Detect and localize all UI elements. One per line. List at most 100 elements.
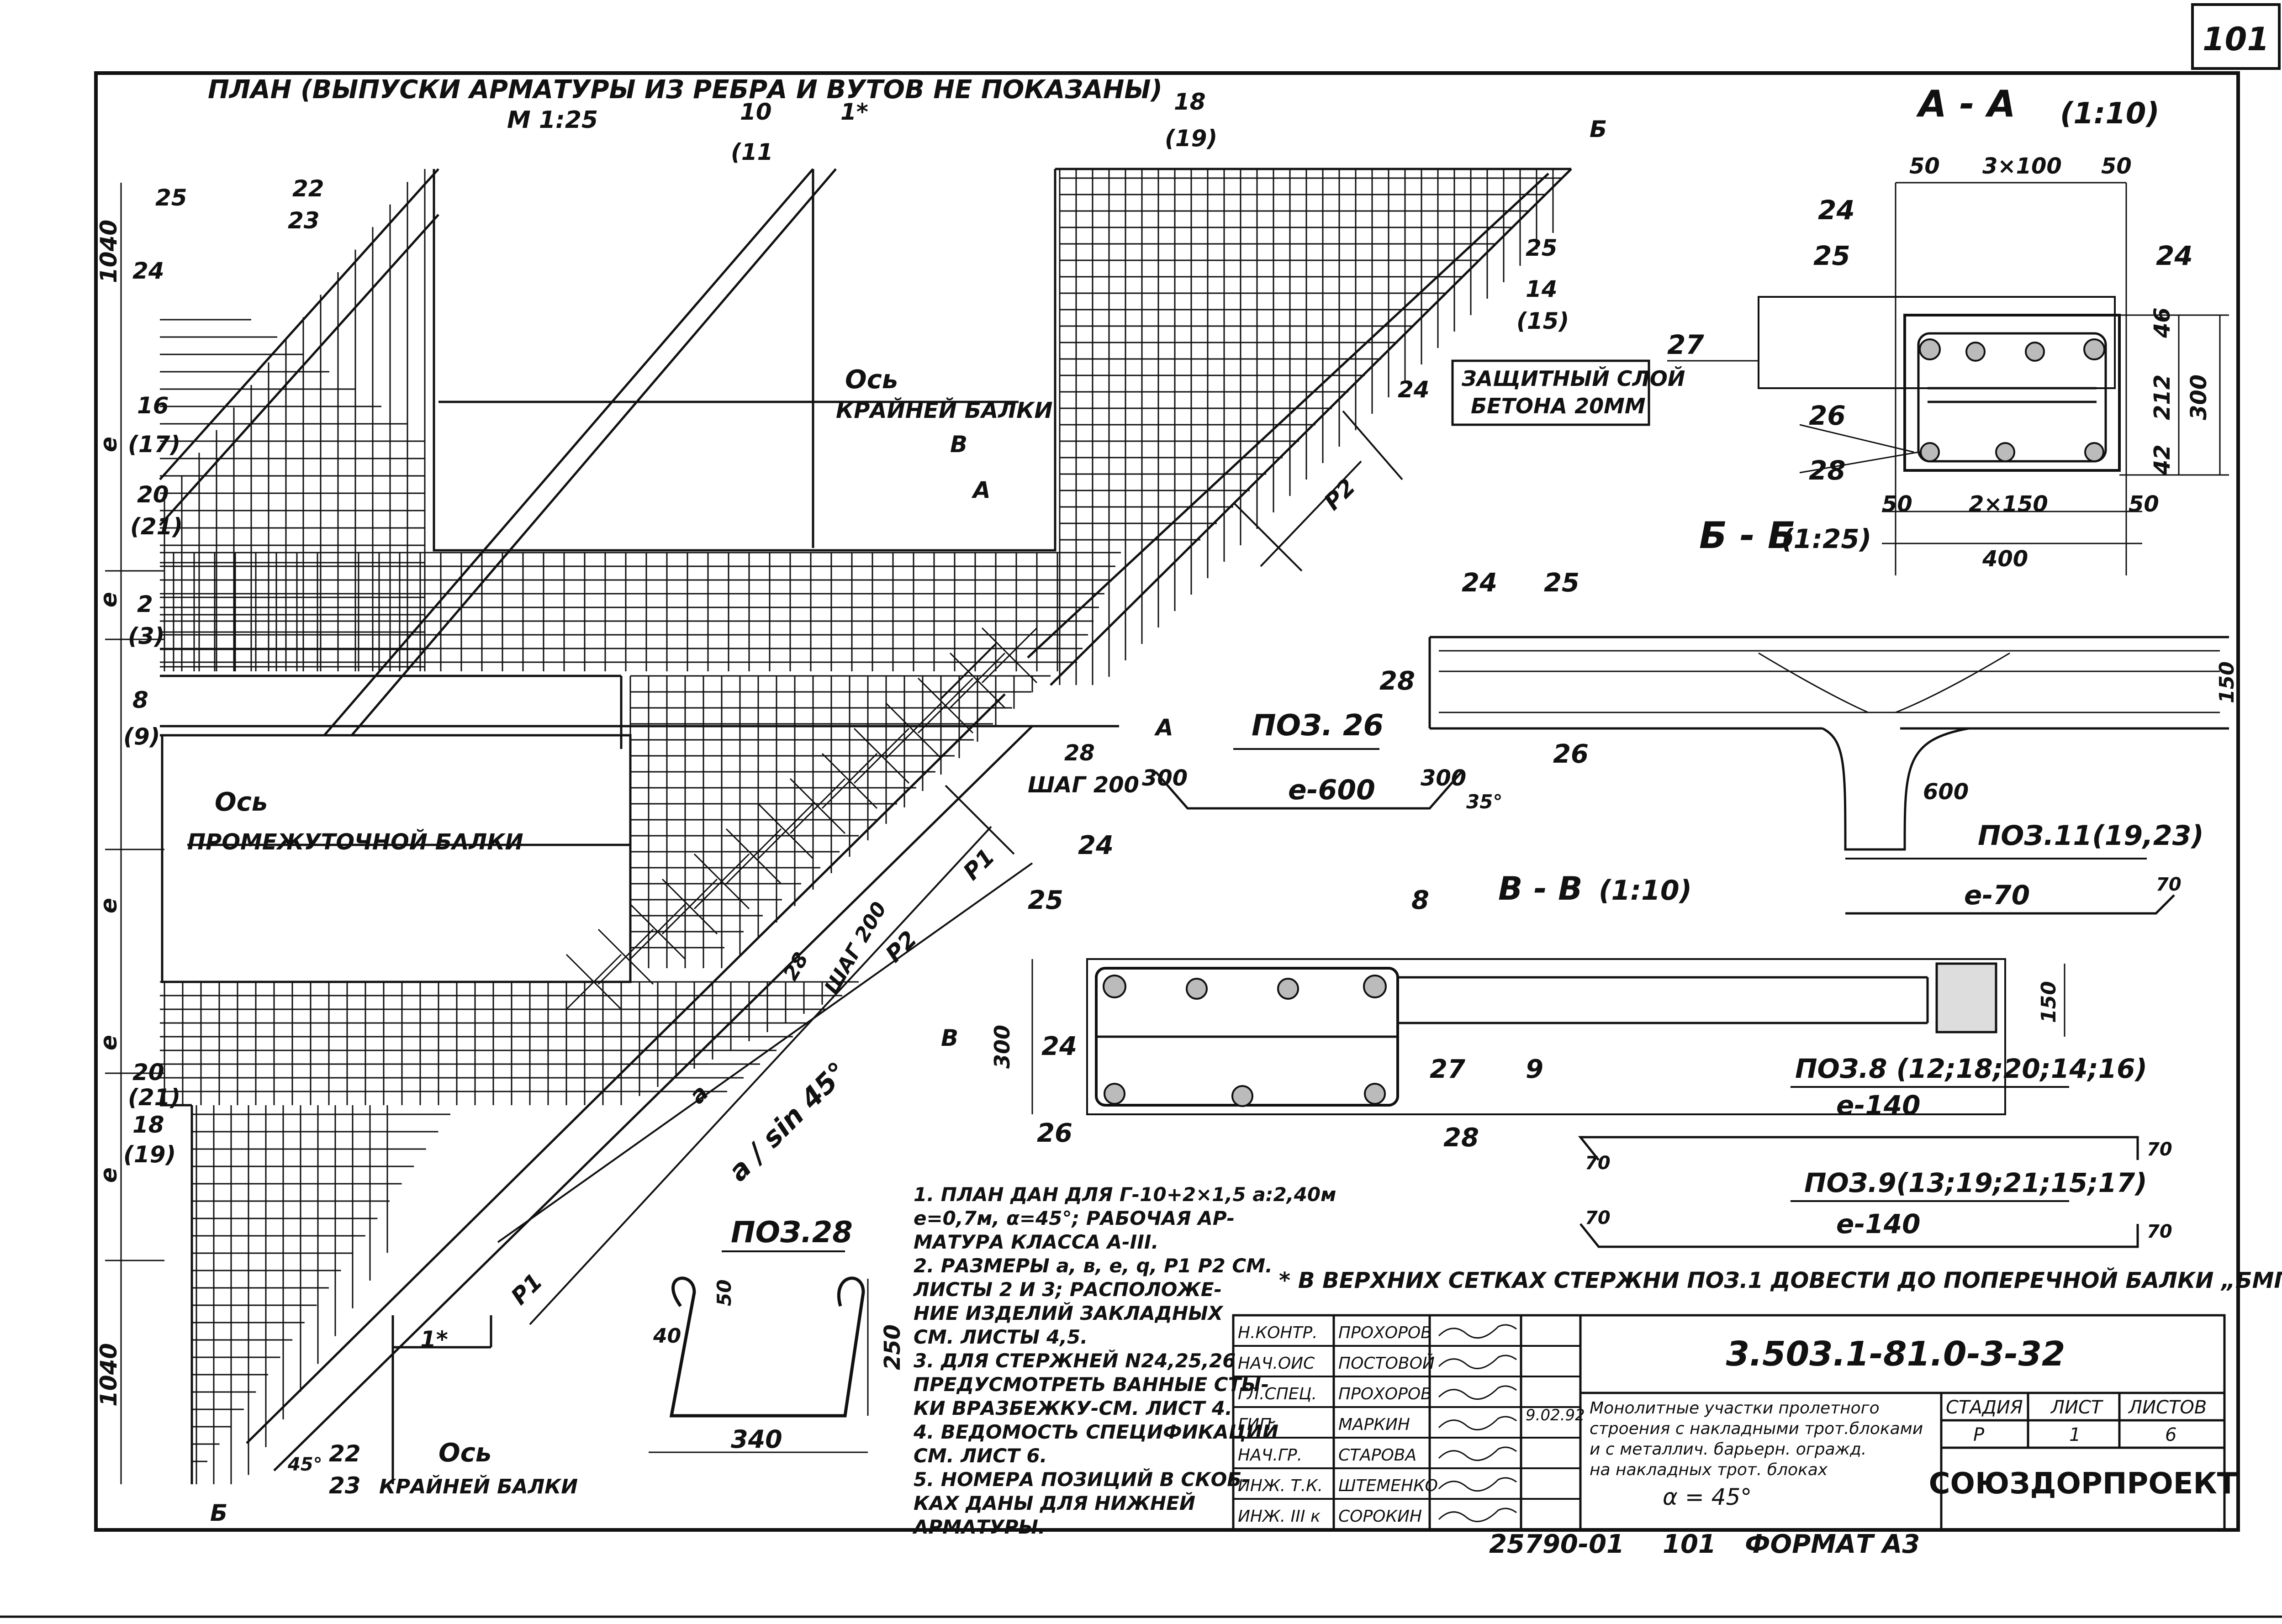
pos9-bar [1579, 1223, 2139, 1248]
section-vv-scale: (1:10) [1599, 875, 1692, 907]
pos8-bar [1578, 1136, 2139, 1161]
protective-layer-box [1451, 359, 1650, 426]
section-vv-bars [1103, 975, 1387, 1107]
svg-text:24: 24 [2156, 240, 2193, 271]
svg-text:28: 28 [1379, 666, 1415, 696]
section-aa-dims: 50 3×100 50 46 212 42 300 50 2×150 50 40… [1882, 153, 2212, 572]
svg-text:42: 42 [2150, 444, 2175, 475]
role-label: ГЛ.СПЕЦ. [1238, 1385, 1317, 1403]
label-11: (11 [731, 139, 773, 165]
svg-text:50: 50 [1882, 491, 1912, 517]
label-p2: P2 [1319, 474, 1361, 516]
svg-text:на накладных трот. блоках: на накладных трот. блоках [1590, 1461, 1828, 1479]
label-24: 24 [132, 258, 164, 284]
label-22: 22 [329, 1440, 361, 1467]
svg-text:8: 8 [1411, 886, 1429, 915]
label-25: 25 [1526, 235, 1558, 261]
svg-text:e-600: e-600 [1288, 774, 1375, 806]
person-name: ШТЕМЕНКО [1338, 1476, 1438, 1495]
svg-text:25: 25 [1813, 240, 1850, 271]
label-18: 18 [132, 1112, 164, 1138]
title-block-description: Монолитные участки пролетного строения с… [1590, 1399, 1923, 1510]
note-line: 4. ВЕДОМОСТЬ СПЕЦИФИКАЦИЙ [913, 1420, 1278, 1443]
label-e: e [95, 898, 122, 913]
section-mark-a: А [1154, 714, 1173, 741]
svg-text:70: 70 [2147, 1221, 2172, 1242]
label-21: (21) [130, 513, 183, 540]
role-label: Н.КОНТР. [1238, 1323, 1318, 1342]
pos28-title: ПОЗ.28 [731, 1216, 853, 1250]
title-block-date: 9.02.92 [1526, 1406, 1585, 1424]
svg-text:27: 27 [1667, 329, 1704, 360]
label-p1: P1 [506, 1268, 548, 1310]
section-mark-b: Б [1590, 116, 1607, 142]
protective-layer-2: БЕТОНА 20ММ [1471, 394, 1646, 418]
note-line: КАХ ДАНЫ ДЛЯ НИЖНЕЙ [914, 1492, 1195, 1514]
angle-label: 45° [287, 1454, 322, 1475]
label-2: 2 [137, 591, 153, 617]
step-label-200: ШАГ 200 [1028, 772, 1139, 798]
axis-outer-beam-bottom: Ось [438, 1438, 491, 1468]
pos11-bar [1845, 894, 2175, 915]
step-label-28: 28 [779, 949, 813, 985]
label-e: e [95, 1167, 122, 1183]
person-name: ПРОХОРОВ [1338, 1323, 1432, 1342]
plan-diagonal-dims [497, 410, 1403, 1325]
person-name: ПРОХОРОВ [1338, 1385, 1432, 1403]
section-bb-title: Б - Б [1699, 514, 1796, 557]
label-16: 16 [137, 392, 169, 419]
note-line: ЛИСТЫ 2 И 3; РАСПОЛОЖЕ- [913, 1278, 1222, 1301]
label-17: (17) [128, 431, 180, 458]
label-14: 14 [1526, 276, 1558, 302]
svg-text:и с металлич. барьерн. огражд.: и с металлич. барьерн. огражд. [1590, 1440, 1866, 1459]
svg-text:250: 250 [880, 1324, 905, 1370]
section-aa-labels: 24 25 24 27 26 28 [1667, 195, 2193, 486]
label-15: (15) [1516, 308, 1569, 334]
svg-text:340: 340 [731, 1425, 782, 1454]
label-25: 25 [155, 185, 187, 211]
label-19: (19) [123, 1141, 176, 1168]
plan-title: ПЛАН (ВЫПУСКИ АРМАТУРЫ ИЗ РЕБРА И ВУТОВ … [208, 75, 1162, 105]
signature-icon [1438, 1324, 1517, 1339]
footnote: * В ВЕРХНИХ СЕТКАХ СТЕРЖНИ ПОЗ.1 ДОВЕСТИ… [1279, 1267, 2282, 1293]
section-bb-scale: (1:25) [1781, 523, 1871, 554]
svg-text:25: 25 [1544, 568, 1579, 598]
svg-text:26: 26 [1809, 400, 1846, 431]
note-line: ПРЕДУСМОТРЕТЬ ВАННЫЕ СТЫ- [914, 1373, 1269, 1396]
label-3: (3) [128, 623, 165, 649]
svg-text:e-140: e-140 [1836, 1208, 1920, 1239]
pos26-bar [1155, 771, 1463, 810]
signature-icon [1438, 1385, 1517, 1400]
svg-text:24: 24 [1041, 1032, 1077, 1061]
label-1040: 1040 [95, 1343, 122, 1407]
drawing-code: 3.503.1-81.0-3-32 [1726, 1334, 2065, 1374]
label-e: e [95, 1035, 122, 1050]
drawing-frame [94, 71, 2240, 1532]
signature-icon [1438, 1508, 1517, 1523]
pos8-title: ПОЗ.8 (12;18;20;14;16) [1795, 1053, 2147, 1084]
svg-text:400: 400 [1982, 546, 2028, 572]
svg-text:e-140: e-140 [1836, 1090, 1920, 1121]
svg-text:35°: 35° [1466, 791, 1502, 813]
axis-outer-beam-label: КРАЙНЕЙ БАЛКИ [836, 397, 1053, 423]
svg-text:150: 150 [2215, 661, 2239, 703]
section-vv-labels: 24 25 8 24 27 9 26 28 300 150 [990, 831, 2060, 1153]
svg-text:9: 9 [1526, 1055, 1543, 1084]
label-q: a [684, 1080, 713, 1109]
svg-text:300: 300 [1421, 765, 1466, 791]
bottom-sheet-number: 101 [1663, 1529, 1716, 1559]
label-9: (9) [123, 723, 160, 750]
role-label: ГИП [1238, 1415, 1272, 1434]
label-p1: P1 [958, 844, 1000, 886]
svg-text:24: 24 [1818, 195, 1855, 226]
title-block-grid [1232, 1314, 2226, 1531]
svg-text:1: 1 [2069, 1424, 2081, 1445]
label-21: (21) [128, 1084, 180, 1111]
svg-text:50: 50 [2129, 491, 2159, 517]
section-aa-title: А - А [1916, 83, 2016, 125]
svg-text:25: 25 [1028, 886, 1063, 915]
svg-text:Монолитные участки пролетного: Монолитные участки пролетного [1590, 1399, 1880, 1418]
svg-text:300: 300 [990, 1025, 1014, 1069]
note-line: МАТУРА КЛАССА А-III. [914, 1231, 1159, 1253]
